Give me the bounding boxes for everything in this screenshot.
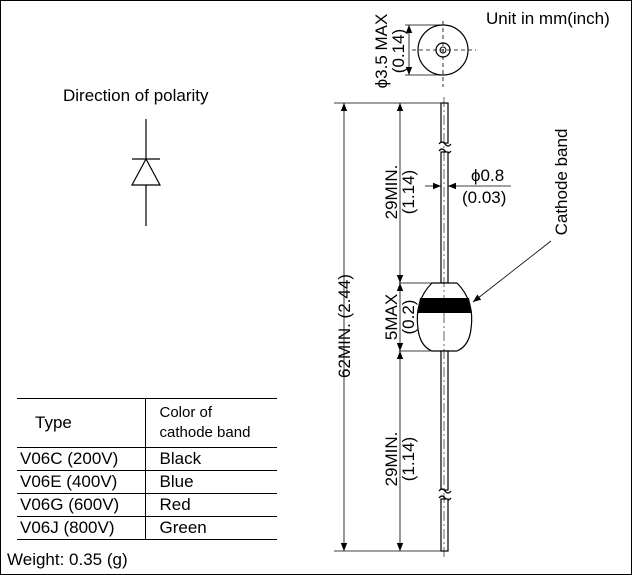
row-type: V06J (800V) [17,516,145,540]
lower-lead-length-dim: 29MIN. [382,432,401,487]
header-color-line1: Color of [159,404,213,421]
row-color: Red [144,493,277,517]
table-row: V06G (600V) Red [17,493,277,517]
table-row: V06C (200V) Black [17,447,277,471]
upper-lead-length-inch: (1.14) [399,170,418,214]
header-color: Color of cathode band [144,398,277,448]
body-length-dim: 5MAX [382,294,401,340]
end-view [405,21,476,87]
unit-label: Unit in mm(inch) [486,9,610,28]
lead-diameter-dim: ϕ0.8 [471,166,504,185]
row-color: Blue [144,470,277,494]
header-type: Type [17,398,145,448]
diode-symbol-icon [130,119,162,226]
polarity-title: Direction of polarity [63,86,209,105]
body-diameter-dim: ϕ3.5 MAX [372,14,391,89]
table-row: V06J (800V) Green [17,516,277,540]
body-diameter-inch: (0.14) [389,29,408,73]
body-length-inch: (0.2) [399,300,418,335]
row-color: Green [144,516,277,540]
upper-lead-length-dim: 29MIN. [382,165,401,220]
row-color: Black [144,447,277,471]
side-view [334,97,473,557]
row-type: V06G (600V) [17,493,145,517]
weight-label: Weight: 0.35 (g) [7,550,128,569]
lead-diameter-inch: (0.03) [462,188,506,207]
row-type: V06E (400V) [17,470,145,494]
header-color-line2: cathode band [159,424,251,441]
cathode-band-label: Cathode band [552,129,571,236]
overall-length-dim: 62MIN. (2.44) [335,274,354,378]
lower-lead-length-inch: (1.14) [399,437,418,481]
table-row: V06E (400V) Blue [17,470,277,494]
row-type: V06C (200V) [17,447,145,471]
table-header-row: Type Color of cathode band [17,398,277,448]
type-color-table: Type Color of cathode band V06C (200V) B… [17,398,277,540]
